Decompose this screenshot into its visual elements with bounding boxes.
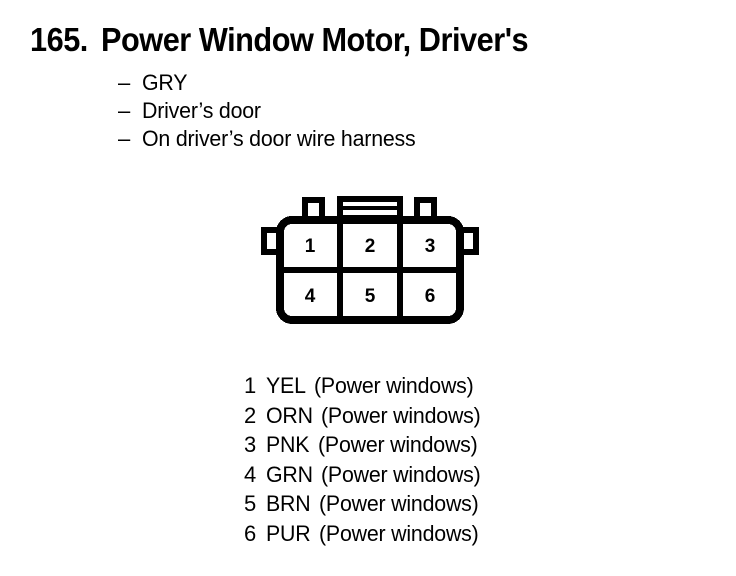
legend-circuit: (Power windows) [318,491,479,516]
cavity-number-4: 4 [305,286,316,307]
legend-wire-color: PNK [266,432,310,457]
legend-wire-color: GRN [266,461,313,487]
entry-title: Power Window Motor, Driver's [101,21,529,58]
list-item: – GRY [118,70,424,98]
list-item: – Driver’s door [118,98,424,126]
legend-wire-color: PUR [266,520,311,546]
right-ear [458,227,479,255]
attribute-label: Driver’s door [142,98,261,123]
legend-pin-number: 1 [243,373,256,398]
legend-wire-color: ORN [266,402,313,428]
legend-circuit: (Power windows) [313,373,474,398]
legend-pin-number: 2 [243,402,256,428]
legend-pin-number: 4 [243,461,256,487]
legend-pin-number: 5 [243,491,256,516]
legend-row: 4 GRN (Power windows) [200,462,486,492]
legend-row: 1 YEL (Power windows) [200,373,486,403]
dash-icon: – [118,126,131,151]
pin-legend: 1 YEL (Power windows) 2 ORN (Power windo… [200,373,486,550]
legend-wire-color: YEL [266,373,306,398]
entry-number: 165. [30,21,88,58]
list-item: – On driver’s door wire harness [118,126,424,154]
legend-row: 2 ORN (Power windows) [200,403,486,433]
legend-row: 6 PUR (Power windows) [200,521,486,551]
legend-pin-number: 3 [243,432,256,457]
dash-icon: – [118,98,131,123]
left-ear [261,227,282,255]
page-title: 165. Power Window Motor, Driver's [30,21,561,59]
cavity-number-5: 5 [365,286,376,307]
cavity-number-2: 2 [365,236,376,257]
legend-circuit: (Power windows) [318,520,479,546]
legend-circuit: (Power windows) [317,432,478,457]
legend-row: 3 PNK (Power windows) [200,432,486,462]
legend-row: 5 BRN (Power windows) [200,491,486,521]
connector-diagram: 1 2 3 4 5 6 [250,190,490,330]
legend-circuit: (Power windows) [321,461,481,487]
dash-icon: – [118,70,131,95]
attribute-label: GRY [142,70,188,95]
cavity-number-1: 1 [305,236,316,257]
cavity-number-6: 6 [425,286,436,307]
attribute-list: – GRY – Driver’s door – On driver’s door… [118,70,424,154]
cavity-number-3: 3 [425,236,436,257]
legend-pin-number: 6 [243,520,256,546]
legend-wire-color: BRN [266,491,311,516]
attribute-label: On driver’s door wire harness [142,126,416,151]
legend-circuit: (Power windows) [321,402,481,428]
